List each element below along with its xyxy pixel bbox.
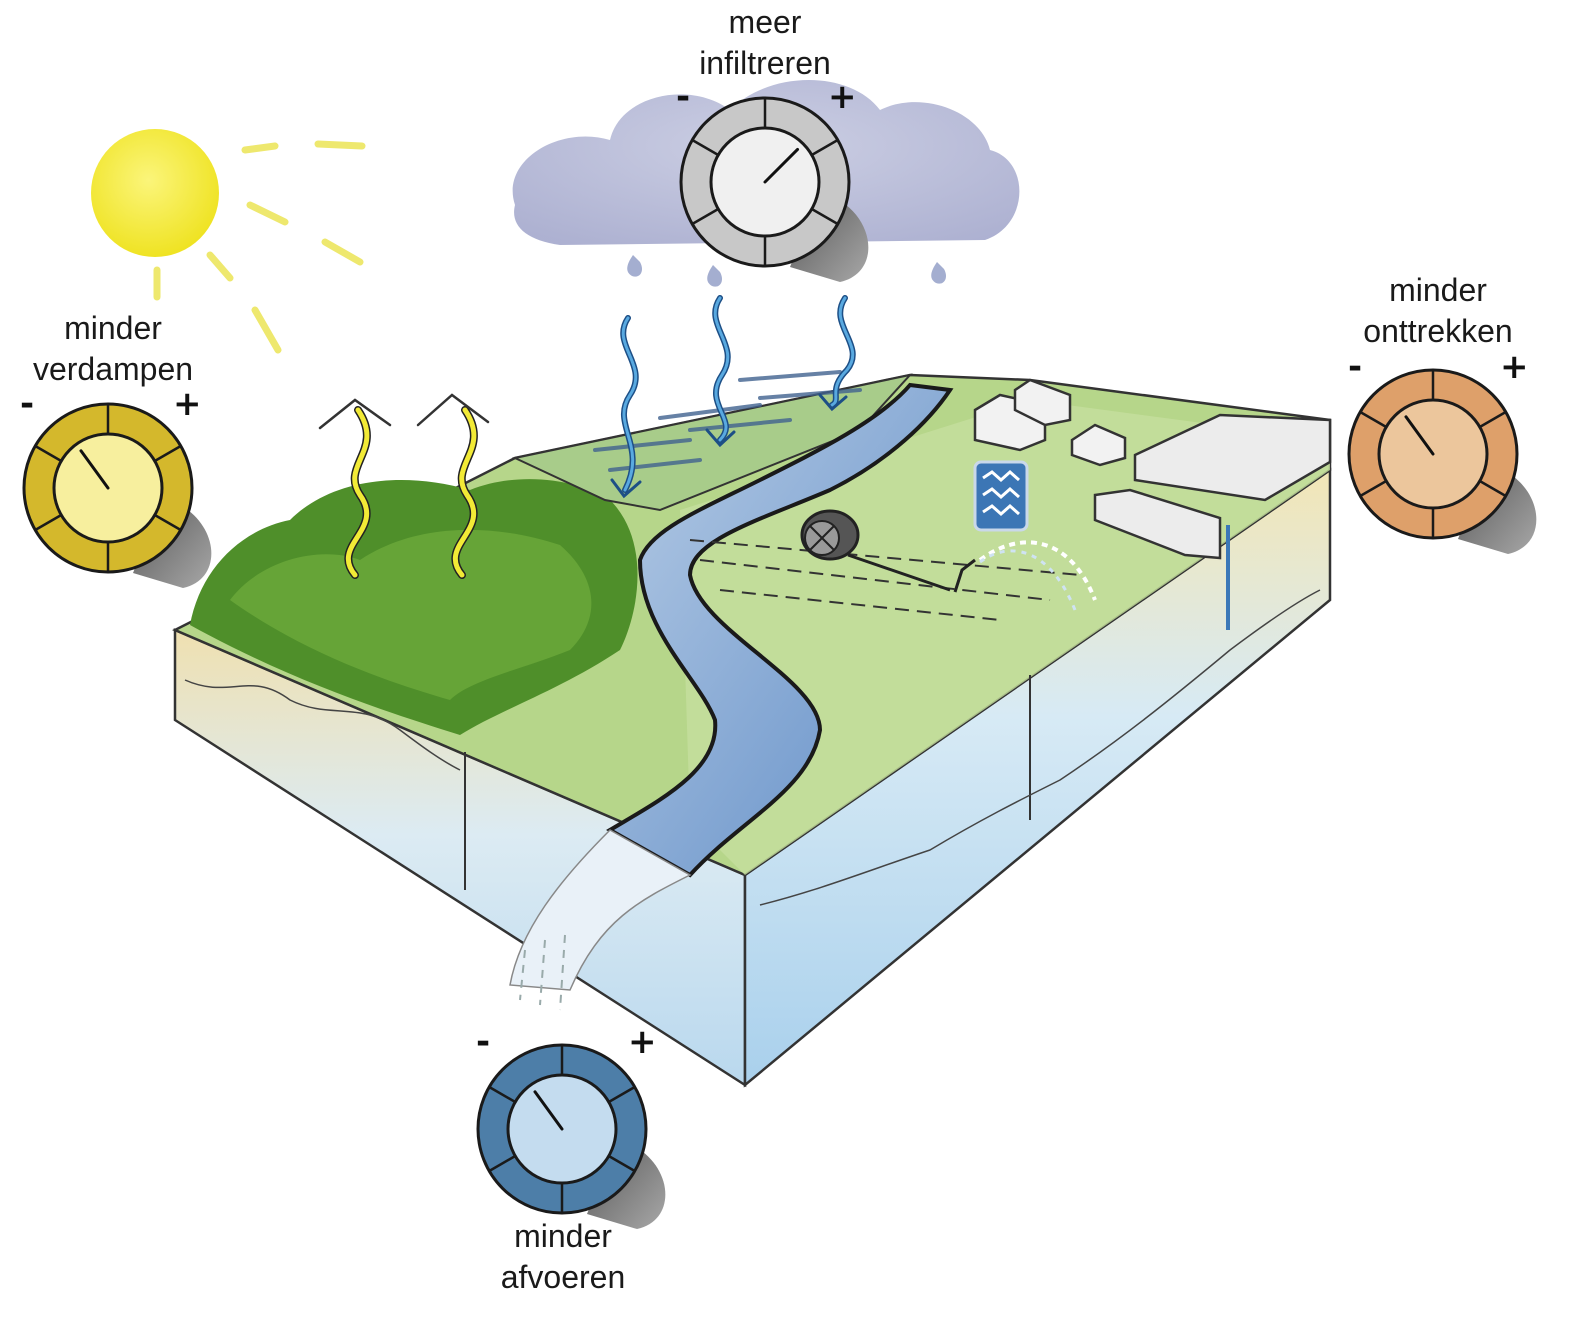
discharge-dial-tick <box>488 1154 516 1173</box>
discharge-minus-sign: - <box>476 1022 491 1062</box>
infiltration-label-line1: meer <box>728 4 802 40</box>
infiltration-dial-tick <box>691 207 719 226</box>
discharge-dial[interactable] <box>476 1043 666 1229</box>
discharge-dial-tick <box>488 1085 516 1104</box>
terrain-block <box>172 370 1332 1088</box>
infiltration-dial-label: meer infiltreren <box>645 2 885 84</box>
control-dials <box>22 96 1537 1229</box>
extraction-dial-tick <box>1359 410 1387 429</box>
extraction-dial-tick <box>1479 410 1507 429</box>
discharge-dial-needle <box>533 1090 564 1131</box>
discharge-dial-tick <box>608 1085 636 1104</box>
infiltration-plus-sign: + <box>828 77 857 117</box>
infiltration-dial[interactable] <box>679 96 869 282</box>
evaporation-dial-tick <box>34 444 62 463</box>
evaporation-dial-needle <box>79 449 110 490</box>
evaporation-minus-sign: - <box>20 384 35 424</box>
evaporation-dial-tick <box>34 513 62 532</box>
infiltration-minus-sign: - <box>676 77 691 117</box>
discharge-plus-sign: + <box>628 1022 657 1062</box>
extraction-label-line2: onttrekken <box>1363 313 1513 349</box>
infiltration-label-line2: infiltreren <box>699 45 831 81</box>
house-icon <box>973 378 1127 467</box>
evaporation-label-line2: verdampen <box>32 351 194 387</box>
evaporation-dial-tick <box>154 513 182 532</box>
extraction-plus-sign: + <box>1500 347 1529 387</box>
extraction-dial-label: minder onttrekken <box>1318 270 1558 352</box>
infiltration-dial-tick <box>811 207 839 226</box>
reel-irrigator-icon <box>800 509 951 592</box>
evaporation-dial-tick <box>154 444 182 463</box>
rain-drop-icon <box>627 255 947 287</box>
infiltration-dial-tick <box>811 138 839 157</box>
sun-icon <box>91 129 366 354</box>
discharge-dial-tick <box>608 1154 636 1173</box>
evaporation-dial[interactable] <box>22 402 212 588</box>
discharge-label-line2: afvoeren <box>500 1259 626 1295</box>
extraction-dial-tick <box>1359 479 1387 498</box>
infiltration-dial-tick <box>691 138 719 157</box>
evaporation-dial-label: minder verdampen <box>0 308 226 390</box>
infiltration-arrow <box>610 295 856 499</box>
infiltration-dial-needle <box>763 147 800 184</box>
discharge-dial-label: minder afvoeren <box>443 1216 683 1298</box>
extraction-dial[interactable] <box>1347 368 1537 554</box>
evaporation-plus-sign: + <box>173 384 202 424</box>
evaporation-label-line1: minder <box>64 310 162 346</box>
evaporation-arrow <box>318 393 490 579</box>
extraction-dial-needle <box>1404 415 1435 456</box>
extraction-label-line1: minder <box>1389 272 1487 308</box>
sprinkler-icon <box>953 540 1097 611</box>
barn-icon <box>1093 413 1332 560</box>
extraction-minus-sign: - <box>1348 347 1363 387</box>
water-sign-icon <box>973 460 1029 532</box>
discharge-label-line1: minder <box>514 1218 612 1254</box>
extraction-dial-tick <box>1479 479 1507 498</box>
